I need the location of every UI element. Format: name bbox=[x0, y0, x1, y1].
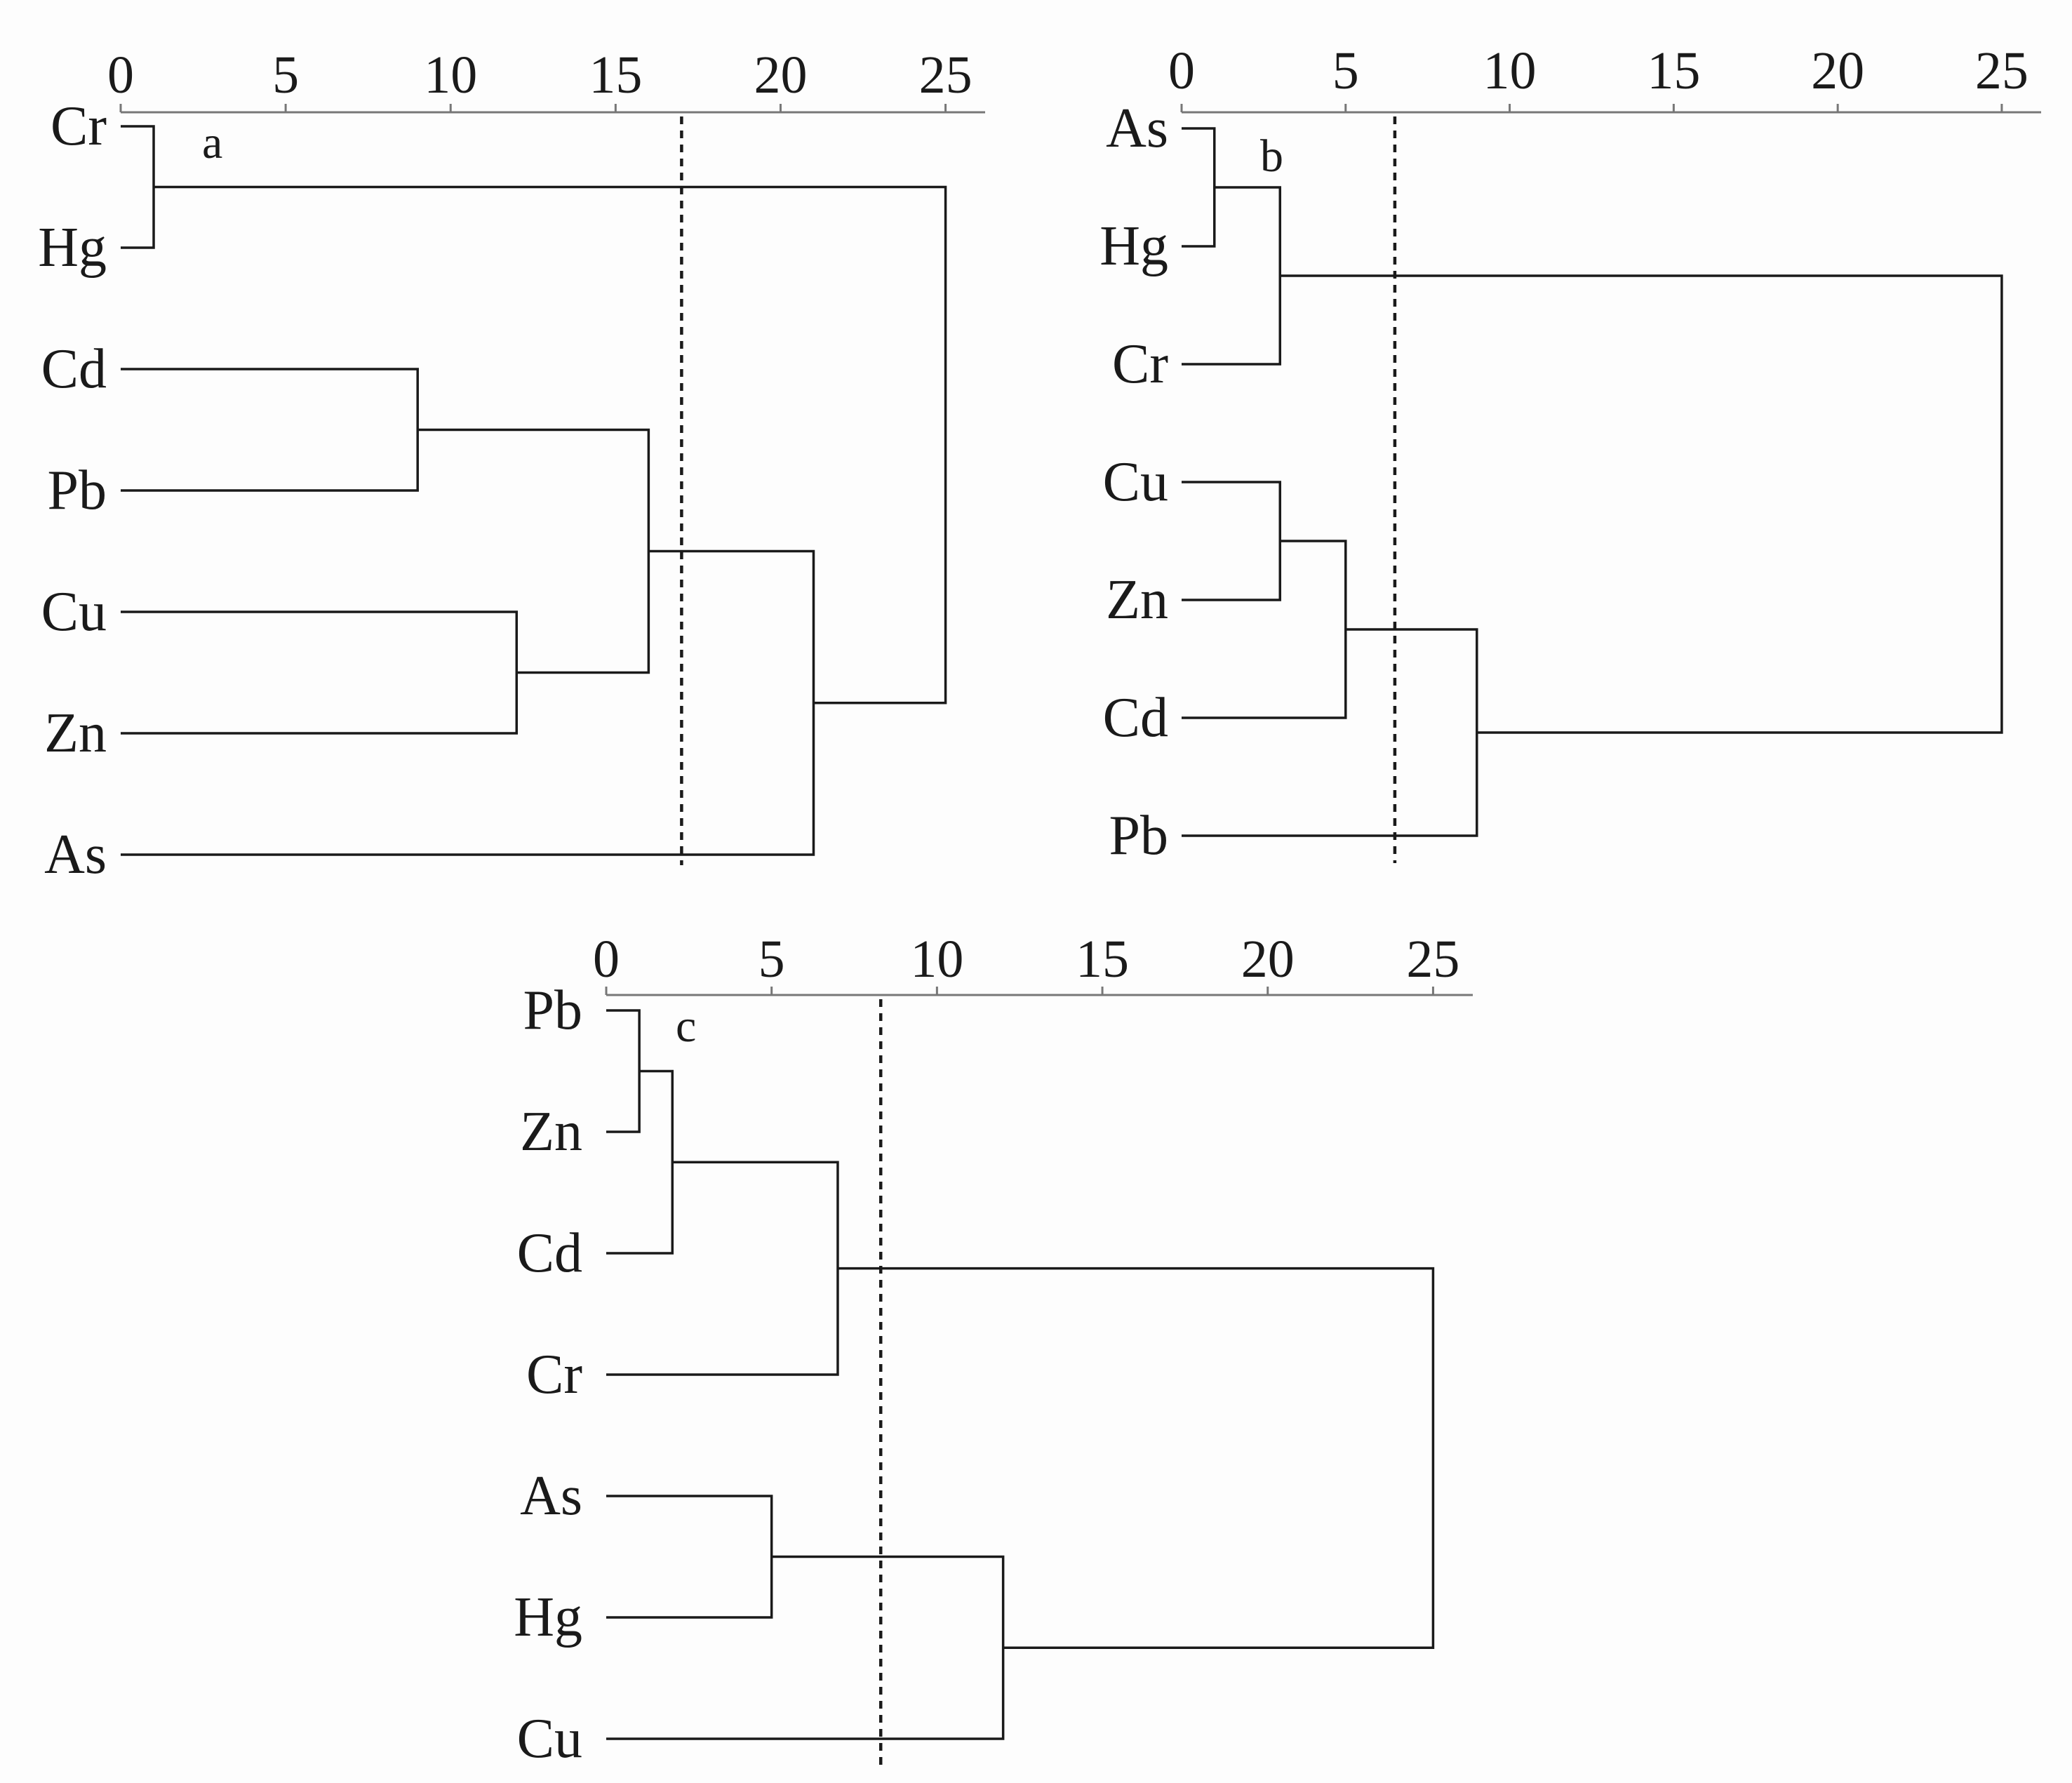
dendrogram-link bbox=[1182, 628, 1478, 837]
x-tick-label: 15 bbox=[1647, 41, 1700, 100]
x-tick-label: 25 bbox=[1975, 41, 2028, 100]
x-tick-label: 0 bbox=[593, 930, 620, 989]
x-tick-label: 25 bbox=[919, 46, 972, 105]
leaf-label: Cr bbox=[51, 95, 107, 157]
x-tick-label: 20 bbox=[754, 46, 807, 105]
panel-letter: c bbox=[676, 1001, 696, 1052]
dendrogram-link bbox=[606, 1161, 839, 1376]
panel-letter: a bbox=[202, 117, 222, 168]
x-tick-label: 20 bbox=[1241, 930, 1295, 989]
leaf-label: Cd bbox=[517, 1222, 582, 1284]
x-tick-label: 20 bbox=[1811, 41, 1864, 100]
leaf-label: As bbox=[1106, 98, 1168, 159]
dendrogram-link bbox=[606, 1009, 641, 1133]
dendrogram-link bbox=[417, 428, 650, 674]
leaf-label: Cd bbox=[41, 338, 107, 400]
dendrogram-link bbox=[154, 185, 947, 704]
dendrogram-link bbox=[837, 1267, 1435, 1649]
leaf-label: As bbox=[44, 824, 107, 886]
x-tick-label: 15 bbox=[589, 46, 642, 105]
x-tick-label: 0 bbox=[107, 46, 134, 105]
x-tick-label: 25 bbox=[1406, 930, 1459, 989]
x-tick-label: 10 bbox=[1483, 41, 1537, 100]
leaf-label: Zn bbox=[1106, 569, 1168, 631]
leaf-label: As bbox=[520, 1465, 582, 1527]
leaf-label: Zn bbox=[520, 1101, 582, 1163]
x-tick-label: 5 bbox=[272, 46, 299, 105]
dendrogram-link bbox=[121, 368, 419, 492]
leaf-label: Cu bbox=[1103, 451, 1168, 513]
x-tick-label: 5 bbox=[1332, 41, 1359, 100]
leaf-label: Zn bbox=[44, 702, 107, 764]
leaf-label: Pb bbox=[1109, 805, 1169, 867]
leaf-label: Pb bbox=[48, 460, 107, 521]
leaf-label: Cu bbox=[517, 1708, 582, 1770]
x-tick-label: 10 bbox=[910, 930, 963, 989]
x-tick-label: 5 bbox=[758, 930, 785, 989]
leaf-label: Cr bbox=[526, 1344, 582, 1405]
leaf-label: Hg bbox=[1100, 215, 1168, 277]
leaf-label: Cd bbox=[1103, 687, 1168, 749]
panel-letter: b bbox=[1260, 131, 1283, 182]
dendrogram-link bbox=[1280, 274, 2003, 734]
leaf-label: Cr bbox=[1112, 333, 1168, 395]
x-tick-label: 10 bbox=[424, 46, 477, 105]
leaf-label: Pb bbox=[523, 980, 583, 1041]
leaf-label: Cu bbox=[41, 581, 107, 643]
leaf-label: Hg bbox=[38, 217, 107, 279]
x-tick-label: 0 bbox=[1168, 41, 1195, 100]
dendrogram-link bbox=[121, 549, 815, 856]
x-tick-label: 15 bbox=[1076, 930, 1129, 989]
leaf-label: Hg bbox=[514, 1587, 582, 1648]
